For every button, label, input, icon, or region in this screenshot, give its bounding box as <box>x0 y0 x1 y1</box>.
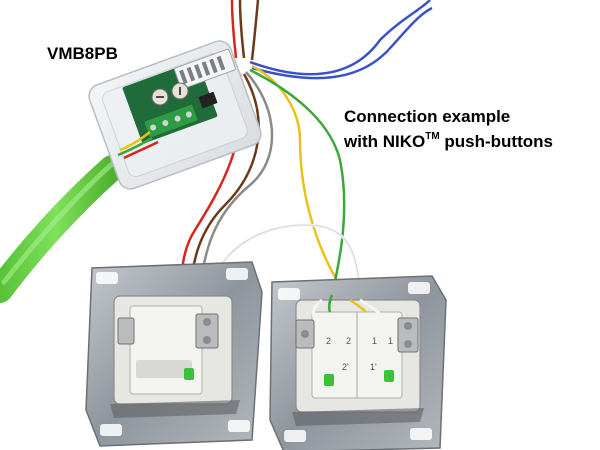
marking-1b: 1 <box>388 336 393 346</box>
caption: Connection example with NIKOTM push-butt… <box>344 104 553 154</box>
module-box <box>88 40 262 190</box>
caption-line-1: Connection example <box>344 107 511 126</box>
marking-1a: 1 <box>372 336 377 346</box>
caption-line-2-prefix: with NIKO <box>344 132 426 151</box>
left-switch <box>85 261 263 447</box>
marking-2b: 2 <box>346 336 351 346</box>
right-switch-markings: 2 2 1 1 2' 1' <box>326 336 393 372</box>
marking-2prime: 2' <box>342 362 349 372</box>
green-cable-highlight <box>1 161 115 285</box>
marking-1prime: 1' <box>370 362 377 372</box>
caption-line-2: with NIKOTM push-buttons <box>344 129 553 154</box>
module-label: VMB8PB <box>47 44 118 63</box>
trademark-superscript: TM <box>425 131 440 142</box>
marking-2a: 2 <box>326 336 331 346</box>
caption-line-2-suffix: push-buttons <box>439 132 553 151</box>
right-switch <box>269 275 447 450</box>
